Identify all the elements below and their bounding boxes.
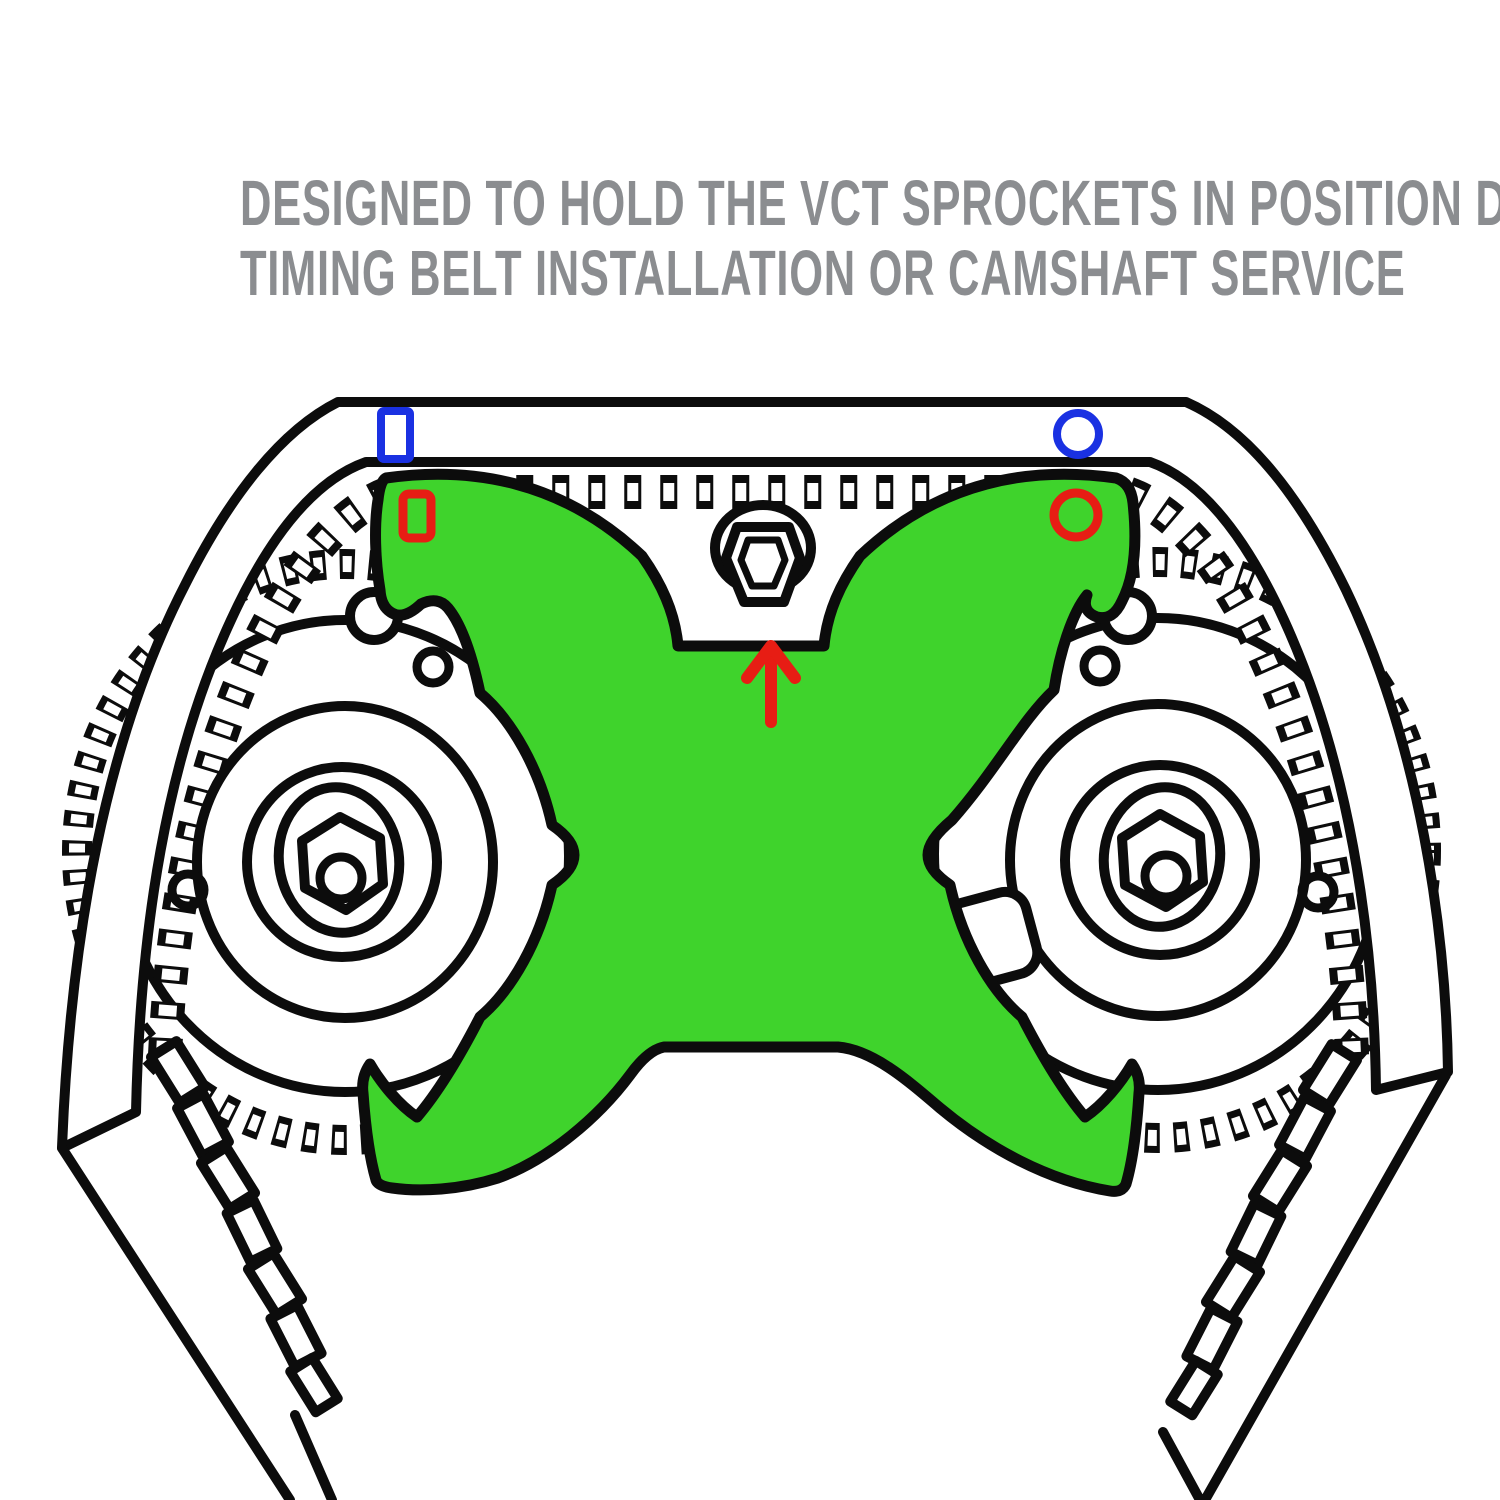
caption: DESIGNED TO HOLD THE VCT SPROCKETS IN PO…	[0, 168, 1500, 308]
cam-holding-tool	[357, 468, 1145, 1197]
right-sprocket-hole-side	[1297, 871, 1339, 913]
caption-line-2: TIMING BELT INSTALLATION OR CAMSHAFT SER…	[240, 237, 1406, 309]
belt-mark-rectangle-blue	[377, 407, 414, 463]
right-nut-center	[1140, 850, 1192, 902]
tool-mark-rectangle-red	[398, 489, 436, 543]
left-sprocket-hole-side	[167, 869, 209, 911]
right-sprocket-hole-top	[1079, 645, 1121, 687]
timing-belt-band	[57, 397, 1453, 1153]
belt-lower-right-run	[1158, 1039, 1451, 1500]
belt-mark-circle-blue	[1053, 409, 1103, 459]
direction-arrow-up-icon	[741, 640, 801, 728]
left-vct-sprocket	[167, 646, 498, 1023]
center-tensioner-stud	[710, 500, 816, 607]
timing-belt-teeth	[148, 475, 1369, 1056]
left-sprocket-hole-top	[412, 646, 454, 688]
right-vct-sprocket	[927, 645, 1339, 1021]
tool-mark-circle-red	[1049, 488, 1103, 542]
left-nut-center	[315, 852, 367, 904]
belt-lower-left-run	[57, 1036, 343, 1500]
